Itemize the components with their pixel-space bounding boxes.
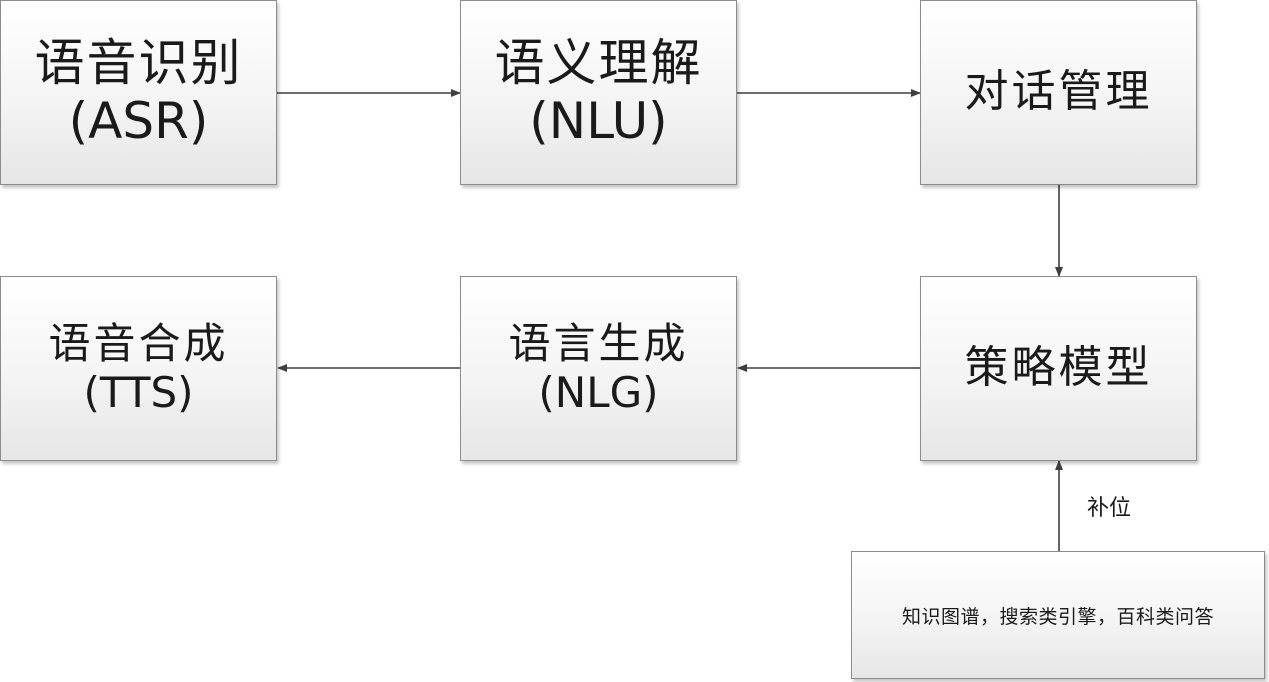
node-tts-abbrev: (TTS) — [83, 367, 194, 417]
node-dm: 对话管理 — [920, 0, 1197, 185]
node-policy-title: 策略模型 — [964, 342, 1153, 394]
node-nlu-title: 语义理解 — [494, 34, 703, 92]
node-nlu: 语义理解 (NLU) — [460, 0, 737, 185]
edge-label-fallback: 补位 — [1087, 496, 1132, 521]
node-nlg-title: 语言生成 — [508, 319, 689, 369]
node-knowledge-text: 知识图谱，搜索类引擎，百科类问答 — [901, 605, 1214, 628]
node-tts-title: 语音合成 — [48, 319, 229, 369]
node-asr-abbrev: (ASR) — [68, 91, 209, 150]
node-nlg: 语言生成 (NLG) — [460, 276, 737, 461]
node-policy: 策略模型 — [920, 276, 1197, 461]
node-asr-title: 语音识别 — [34, 34, 243, 92]
node-dm-title: 对话管理 — [964, 66, 1153, 118]
node-knowledge: 知识图谱，搜索类引擎，百科类问答 — [851, 551, 1265, 679]
node-nlg-abbrev: (NLG) — [538, 367, 659, 417]
node-nlu-abbrev: (NLU) — [529, 91, 668, 150]
node-asr: 语音识别 (ASR) — [0, 0, 277, 185]
node-tts: 语音合成 (TTS) — [0, 276, 277, 461]
